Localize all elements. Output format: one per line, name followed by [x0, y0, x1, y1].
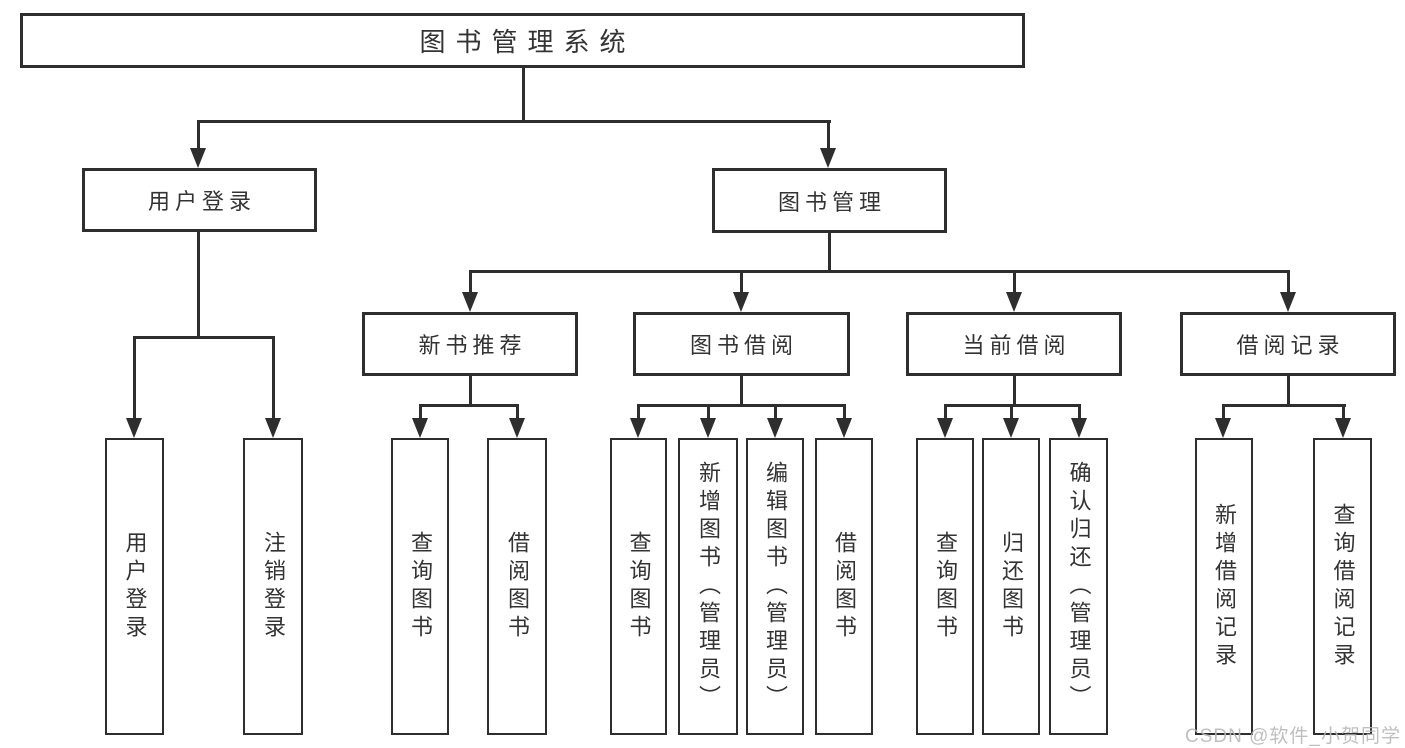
connector-line [468, 376, 472, 404]
arrowhead-down-icon [462, 292, 478, 312]
connector-line [468, 270, 472, 294]
connector-line [827, 233, 831, 270]
leaf-query-books-3: 查询图书 [916, 438, 974, 735]
leaf-logout-label: 注销登录 [260, 530, 286, 643]
connector-line [826, 120, 830, 150]
node-book-borrowing-label: 图书借阅 [689, 333, 798, 358]
leaf-return-books-label: 归还图书 [998, 530, 1024, 643]
connector-line [1012, 376, 1016, 404]
leaf-add-books-admin-label: 新增图书（管理员） [695, 460, 721, 713]
arrowhead-down-icon [265, 418, 281, 438]
leaf-user-login: 用户登录 [105, 438, 164, 735]
arrowhead-down-icon [937, 418, 953, 438]
node-new-book-recommendation: 新书推荐 [362, 312, 578, 376]
connector-line [636, 404, 846, 407]
connector-line [196, 120, 831, 123]
connector-line [271, 336, 275, 420]
leaf-query-books-2: 查询图书 [610, 438, 667, 735]
connector-line [1009, 404, 1013, 420]
connector-line [1221, 404, 1225, 420]
leaf-return-books: 归还图书 [982, 438, 1040, 735]
connector-line [196, 232, 200, 336]
connector-line [773, 404, 777, 420]
leaf-confirm-return-admin: 确认归还（管理员） [1049, 438, 1108, 735]
arrowhead-down-icon [1003, 418, 1019, 438]
leaf-query-books-1-label: 查询图书 [407, 530, 433, 643]
arrowhead-down-icon [509, 418, 525, 438]
node-current-borrowing: 当前借阅 [906, 312, 1122, 376]
connector-line [1286, 270, 1290, 294]
node-user-login: 用户登录 [82, 168, 317, 232]
arrowhead-down-icon [630, 418, 646, 438]
leaf-add-borrow-record-label: 新增借阅记录 [1211, 502, 1237, 671]
arrowhead-down-icon [700, 418, 716, 438]
connector-line [468, 270, 1290, 273]
node-user-login-label: 用户登录 [147, 189, 256, 214]
leaf-user-login-label: 用户登录 [122, 530, 148, 643]
leaf-query-books-2-label: 查询图书 [626, 530, 652, 643]
leaf-add-borrow-record: 新增借阅记录 [1195, 438, 1253, 735]
arrowhead-down-icon [412, 418, 428, 438]
connector-line [132, 336, 275, 339]
arrowhead-down-icon [126, 418, 142, 438]
leaf-logout: 注销登录 [243, 438, 303, 735]
connector-line [943, 404, 947, 420]
arrowhead-down-icon [1215, 418, 1231, 438]
node-current-borrowing-label: 当前借阅 [962, 333, 1071, 358]
csdn-watermark: CSDN @软件_小贺同学 [1185, 726, 1401, 747]
leaf-borrow-books-1: 借阅图书 [487, 438, 547, 735]
leaf-query-borrow-record: 查询借阅记录 [1313, 438, 1372, 735]
node-borrowing-records: 借阅记录 [1180, 312, 1396, 376]
connector-line [515, 404, 519, 420]
arrowhead-down-icon [820, 148, 836, 168]
node-book-management: 图书管理 [712, 168, 947, 233]
leaf-borrow-books-1-label: 借阅图书 [504, 530, 530, 643]
leaf-query-borrow-record-label: 查询借阅记录 [1330, 502, 1356, 671]
arrowhead-down-icon [1280, 292, 1296, 312]
arrowhead-down-icon [836, 418, 852, 438]
connector-line [1012, 270, 1016, 294]
connector-line [418, 404, 519, 407]
connector-line [1077, 404, 1081, 420]
leaf-borrow-books-2: 借阅图书 [815, 438, 873, 735]
connector-line [1221, 404, 1346, 407]
node-new-book-recommendation-label: 新书推荐 [418, 333, 527, 358]
connector-line [1286, 376, 1290, 404]
arrowhead-down-icon [1071, 418, 1087, 438]
connector-line [132, 336, 136, 420]
node-book-borrowing: 图书借阅 [633, 312, 850, 376]
node-root-label: 图书管理系统 [419, 27, 636, 57]
node-book-management-label: 图书管理 [777, 189, 886, 215]
arrowhead-down-icon [733, 292, 749, 312]
leaf-borrow-books-2-label: 借阅图书 [831, 530, 857, 643]
leaf-confirm-return-admin-label: 确认归还（管理员） [1066, 460, 1092, 713]
connector-line [1341, 404, 1345, 420]
connector-line [706, 404, 710, 420]
leaf-add-books-admin: 新增图书（管理员） [678, 438, 738, 735]
node-root: 图书管理系统 [20, 13, 1025, 68]
arrowhead-down-icon [1006, 292, 1022, 312]
leaf-query-books-3-label: 查询图书 [932, 530, 958, 643]
connector-line [418, 404, 422, 420]
connector-line [739, 270, 743, 294]
arrowhead-down-icon [767, 418, 783, 438]
leaf-query-books-1: 查询图书 [391, 438, 449, 735]
connector-line [842, 404, 846, 420]
node-borrowing-records-label: 借阅记录 [1236, 333, 1345, 358]
connector-line [739, 376, 743, 404]
leaf-edit-books-admin: 编辑图书（管理员） [746, 438, 804, 735]
connector-line [636, 404, 640, 420]
connector-line [196, 120, 200, 150]
leaf-edit-books-admin-label: 编辑图书（管理员） [762, 460, 788, 713]
connector-line [521, 68, 525, 120]
arrowhead-down-icon [1335, 418, 1351, 438]
arrowhead-down-icon [190, 148, 206, 168]
